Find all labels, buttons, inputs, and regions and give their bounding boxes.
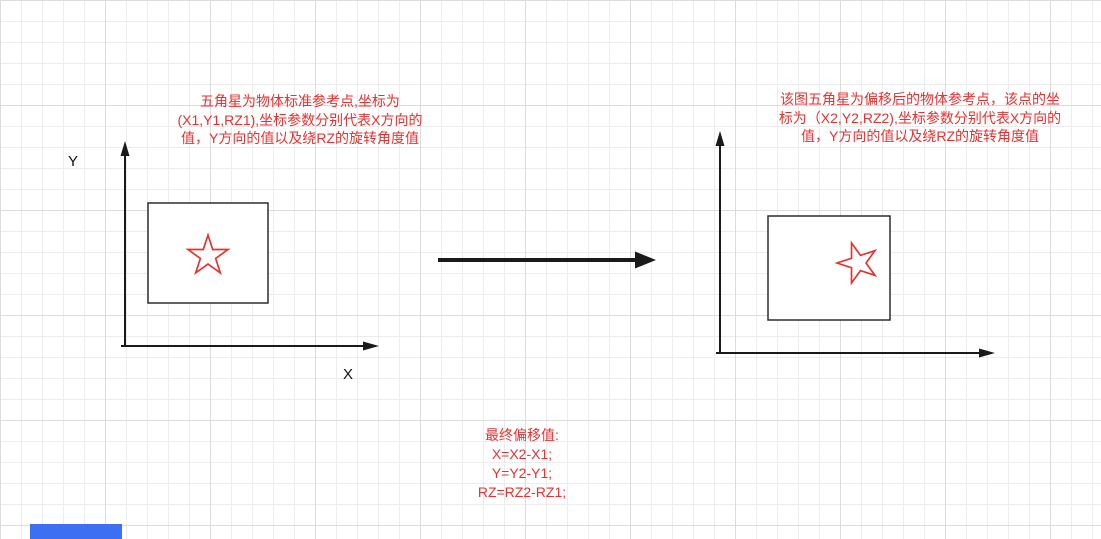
- left-x-axis-arrowhead: [363, 341, 379, 351]
- left-coordinate-system: [120, 141, 379, 351]
- left-annotation-line-1: 五角星为物体标准参考点,坐标为: [200, 93, 400, 109]
- result-annotation-rz-formula: RZ=RZ2-RZ1;: [477, 484, 567, 500]
- transform-arrow-head-icon: [635, 251, 656, 269]
- right-annotation-line-3: 值，Y方向的值以及绕RZ的旋转角度值: [801, 128, 1039, 144]
- right-y-axis-arrowhead: [715, 131, 725, 146]
- bottom-blue-bar: [30, 524, 122, 539]
- left-object-rectangle: [147, 202, 269, 304]
- right-annotation-line-1: 该图五角星为偏移后的物体参考点，该点的坐: [780, 91, 1060, 107]
- right-annotation: 该图五角星为偏移后的物体参考点，该点的坐 标为（X2,Y2,RZ2),坐标参数分…: [750, 90, 1090, 146]
- right-object-rectangle: [767, 215, 891, 321]
- left-annotation-line-3: 值，Y方向的值以及绕RZ的旋转角度值: [181, 130, 419, 146]
- result-annotation-y-formula: Y=Y2-Y1;: [491, 465, 553, 481]
- left-annotation: 五角星为物体标准参考点,坐标为 (X1,Y1,RZ1),坐标参数分别代表X方向的…: [150, 92, 450, 148]
- result-annotation: 最终偏移值: X=X2-X1; Y=Y2-Y1; RZ=RZ2-RZ1;: [417, 426, 627, 502]
- right-x-axis-arrowhead: [979, 348, 995, 358]
- right-annotation-line-2: 标为（X2,Y2,RZ2),坐标参数分别代表X方向的: [778, 109, 1062, 126]
- transform-arrow: [438, 251, 656, 269]
- left-annotation-line-2: (X1,Y1,RZ1),坐标参数分别代表X方向的: [177, 111, 423, 128]
- result-annotation-title: 最终偏移值:: [485, 427, 559, 443]
- x-axis-label: X: [343, 366, 354, 383]
- y-axis-label: Y: [68, 153, 79, 170]
- left-y-axis-arrowhead: [120, 141, 130, 156]
- result-annotation-x-formula: X=X2-X1;: [491, 446, 553, 462]
- right-coordinate-system: [715, 131, 995, 358]
